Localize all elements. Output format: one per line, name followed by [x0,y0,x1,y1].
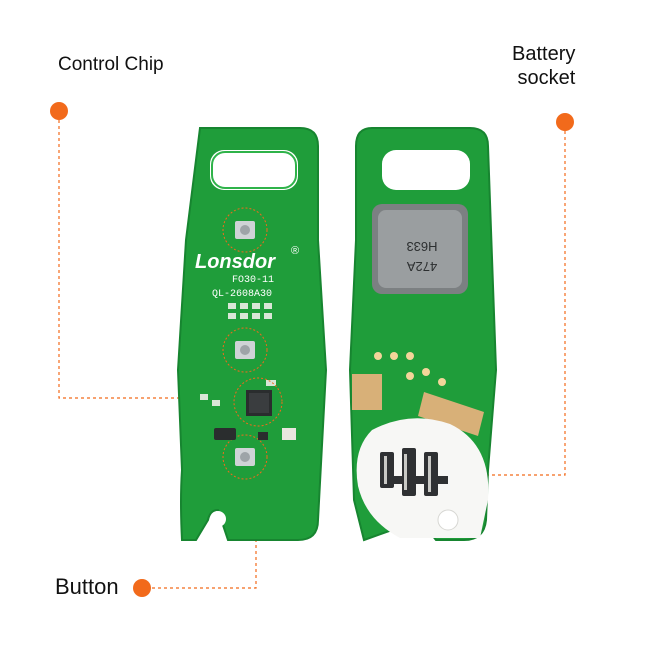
battery-socket-leader [455,131,566,476]
battery-socket-icon [356,418,489,538]
button-icon-middle [222,327,268,373]
battery-socket-label-line2: socket [517,67,576,89]
registered-mark: ® [291,245,299,257]
small-components [214,428,296,440]
smd-pads [200,303,276,406]
control-chip-label: Control Chip [58,54,164,75]
control-chip-leader [58,120,226,399]
chip-mark-2: 472A [406,259,437,274]
copper-pad-right [418,392,484,436]
button-icon-bottom [222,434,268,480]
brand-logo-text: Lonsdor [195,251,276,273]
battery-socket-label: Battery socket [512,42,575,90]
button-icon-top [222,207,268,253]
button-dot [133,579,151,597]
battery-socket-label-line1: Battery [512,43,576,65]
board-serial-text: QL-2608A30 [212,289,272,300]
copper-pad-left [352,374,382,410]
button-label: Button [55,574,119,599]
chip-h633-icon: H633 472A [372,204,468,294]
via-dots [374,352,446,386]
control-chip-dot [50,102,68,120]
battery-socket-dot [556,113,574,131]
pcb-front: Lonsdor ® FO30-11 QL-2608A30 [176,127,328,541]
chip-mark-1: H633 [406,239,437,254]
control-chip-icon [233,377,283,427]
pcb-back: H633 472A [348,127,498,542]
board-model-text: FO30-11 [232,275,274,286]
